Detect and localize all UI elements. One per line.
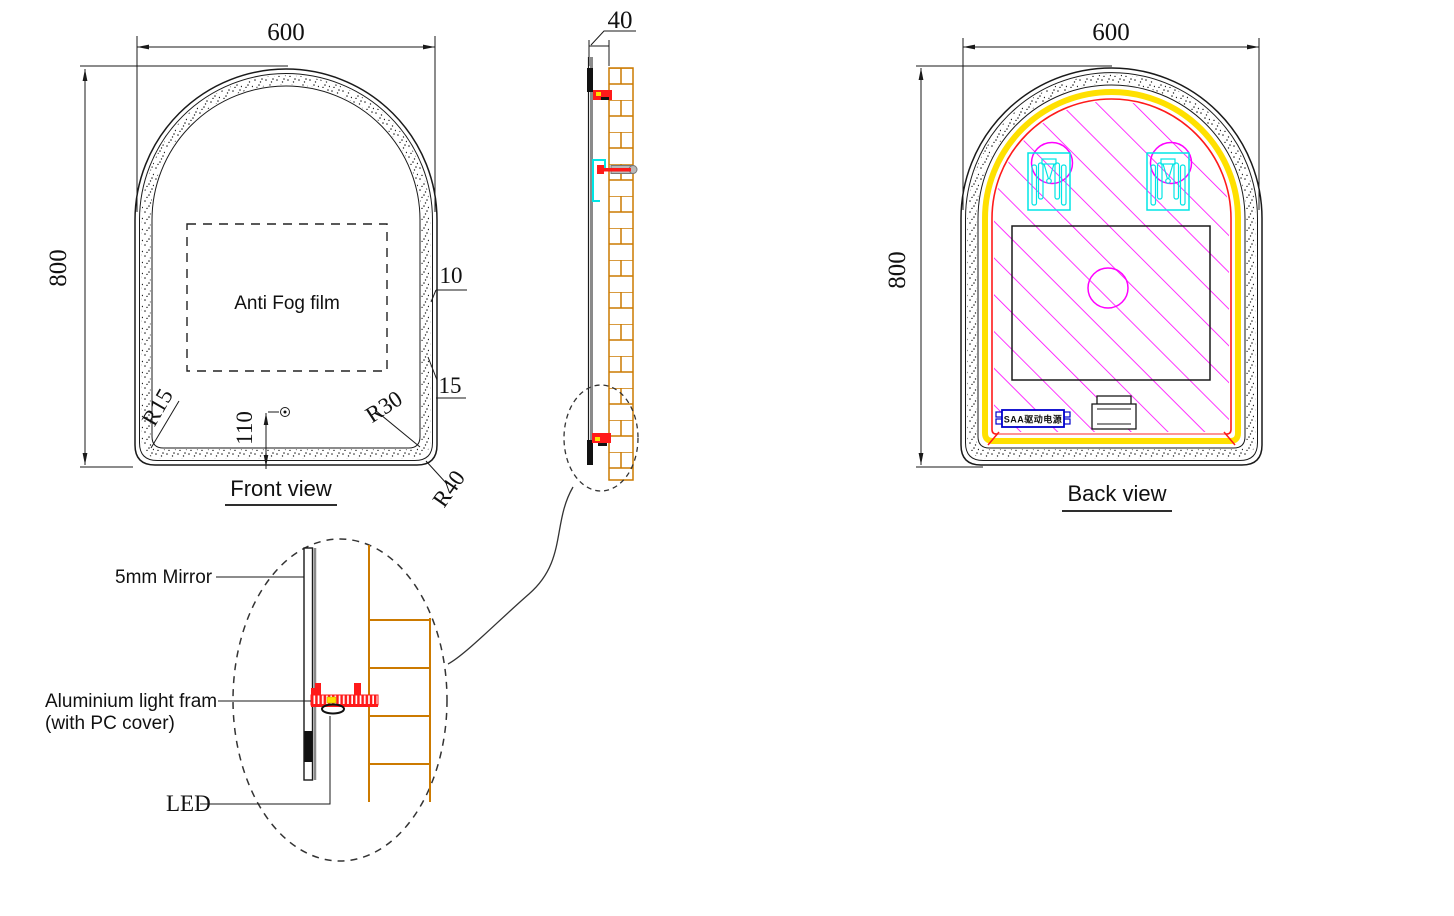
junction-box xyxy=(1091,395,1137,430)
front-frosted-band xyxy=(141,75,431,459)
detail-light-frame xyxy=(310,683,379,715)
detail-boundary-ellipse xyxy=(232,538,448,862)
cable-hole xyxy=(1087,267,1129,309)
sensor-height-dim: 110 xyxy=(232,411,257,445)
anti-fog-film-label: Anti Fog film xyxy=(234,293,340,314)
frost-dim-label: 15 xyxy=(439,373,462,398)
radius-r30-label: R30 xyxy=(361,386,407,428)
detail-led-chip xyxy=(326,696,337,704)
front-height-dim: 800 xyxy=(45,249,72,287)
back-frosted-band xyxy=(967,74,1256,459)
back-outer-outline xyxy=(960,67,1263,466)
front-inner-line xyxy=(151,85,421,449)
detail-mirror-glass xyxy=(303,547,314,781)
detail-wall-section xyxy=(368,545,431,802)
front-view-title: Front view xyxy=(230,476,332,501)
front-edge-line xyxy=(139,73,433,461)
edge-dim-label: 10 xyxy=(440,263,463,288)
touch-sensor-symbol xyxy=(280,407,290,417)
driver-box: SAA驱动电源 xyxy=(995,409,1071,428)
driver-power-label: SAA驱动电源 xyxy=(1004,414,1063,425)
front-dimensions: 600 800 xyxy=(45,19,436,468)
side-view xyxy=(447,57,639,665)
back-edge-line xyxy=(965,72,1258,461)
frame-label-line2: (with PC cover) xyxy=(45,713,175,734)
front-view: Anti Fog film 110 R15 R30 R40 10 15 Fron… xyxy=(134,68,470,512)
bottom-frame-section xyxy=(587,440,593,465)
touch-sensor-dot xyxy=(283,410,287,414)
back-view: SAA驱动电源 Back view xyxy=(960,67,1263,512)
back-inner-line xyxy=(977,84,1246,449)
hanging-bracket-left xyxy=(1027,141,1074,211)
hanging-bracket-right xyxy=(1146,141,1193,211)
back-dimensions: 600 800 xyxy=(884,19,1260,468)
side-dimensions: 40 xyxy=(588,7,636,66)
top-frame-section xyxy=(587,68,593,92)
bottom-light-frame xyxy=(592,433,611,446)
back-panel-outline xyxy=(1011,225,1211,381)
detail-indicator-circle xyxy=(563,384,639,492)
depth-dim-label: 40 xyxy=(608,7,633,34)
frame-label-line1: Aluminium light fram xyxy=(45,691,217,712)
detail-frame-block xyxy=(304,731,313,762)
top-light-frame xyxy=(593,90,612,100)
detail-view: 5mm Mirror Aluminium light fram (with PC… xyxy=(45,538,448,862)
front-width-dim: 600 xyxy=(267,19,305,46)
detail-leader-curve xyxy=(447,486,574,665)
back-width-dim: 600 xyxy=(1092,19,1130,46)
wall-section xyxy=(608,67,634,481)
back-height-dim: 800 xyxy=(884,251,911,289)
led-strip-outline xyxy=(982,89,1241,444)
detail-pc-cover xyxy=(321,703,345,715)
anti-fog-film-outline xyxy=(186,223,388,372)
mirror-thickness-label: 5mm Mirror xyxy=(115,567,213,588)
front-outer-outline xyxy=(134,68,438,466)
radius-r40-label: R40 xyxy=(428,466,470,512)
back-view-title: Back view xyxy=(1067,481,1166,506)
wall-hanger xyxy=(592,159,638,202)
